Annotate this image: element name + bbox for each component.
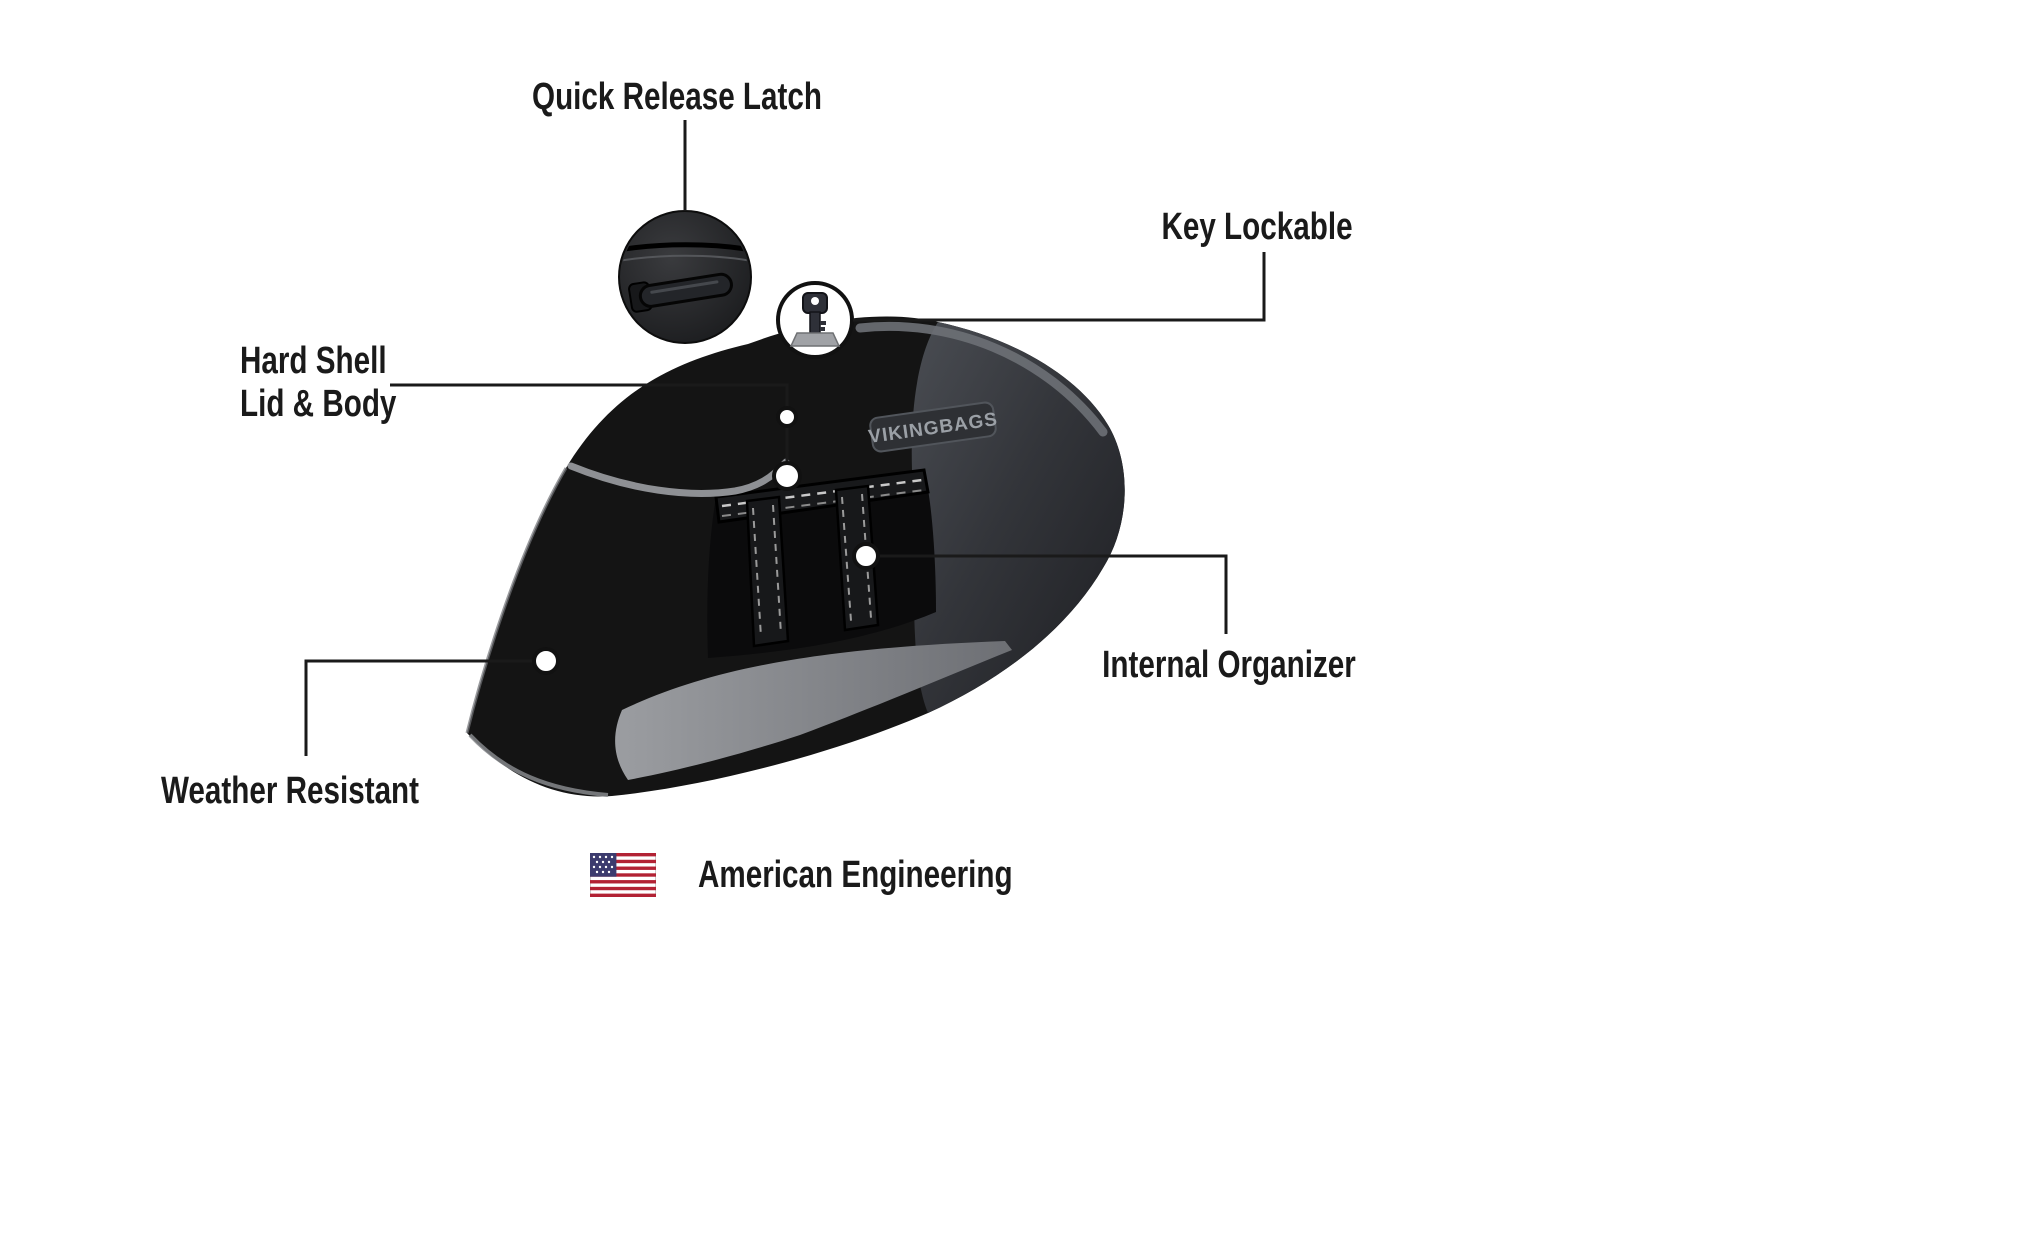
label-hard-shell-line1: Hard Shell — [240, 340, 387, 382]
strap-left-stitch-a — [752, 507, 762, 638]
footer: American Engineering — [590, 853, 1101, 897]
callout-dots — [532, 406, 880, 675]
lid-piping — [567, 458, 790, 497]
dot-hard-shell-body — [772, 461, 802, 491]
brand-badge: VIKINGBAGS — [867, 401, 999, 453]
callout-line-key-lockable — [853, 252, 1266, 322]
dot-hard-shell-lid — [776, 406, 798, 428]
label-american-engineering: American Engineering — [698, 853, 1013, 896]
bag-lower-gray-band — [615, 641, 1012, 780]
label-quick-release-latch: Quick Release Latch — [532, 76, 822, 118]
saddlebag-illustration: VIKINGBAGS — [465, 316, 1125, 797]
label-key-lockable: Key Lockable — [1161, 206, 1353, 248]
key-icon — [789, 292, 841, 347]
organizer-strap-left — [745, 495, 790, 648]
dot-internal-organizer — [852, 542, 880, 570]
callout-lines — [304, 120, 1266, 756]
callout-line-weather-resistant — [304, 659, 534, 756]
lock-barrel — [789, 332, 841, 347]
label-internal-organizer: Internal Organizer — [1102, 644, 1356, 686]
bag-bottom-edge-highlight — [468, 733, 609, 797]
label-hard-shell-line2: Lid & Body — [240, 382, 397, 425]
callout-line-hard-shell — [390, 383, 789, 408]
dot-weather-resistant — [532, 647, 560, 675]
latch-detail-inset — [618, 210, 752, 344]
quick-release-latch-handle — [628, 272, 733, 313]
strap-left-stitch-b — [772, 504, 782, 635]
callout-line-internal-organizer — [878, 554, 1228, 634]
latch-lid-seam-dark — [621, 242, 749, 253]
key-lock-inset — [776, 281, 854, 359]
bag-top-sheen — [855, 321, 1108, 437]
internal-organizer-panel — [707, 468, 936, 658]
bag-left-edge-highlight — [465, 467, 568, 734]
latch-lid-seam-light — [621, 254, 749, 262]
us-flag-icon — [590, 853, 656, 897]
label-weather-resistant: Weather Resistant — [160, 770, 420, 812]
label-hard-shell: Hard Shell Lid & Body — [240, 340, 396, 425]
